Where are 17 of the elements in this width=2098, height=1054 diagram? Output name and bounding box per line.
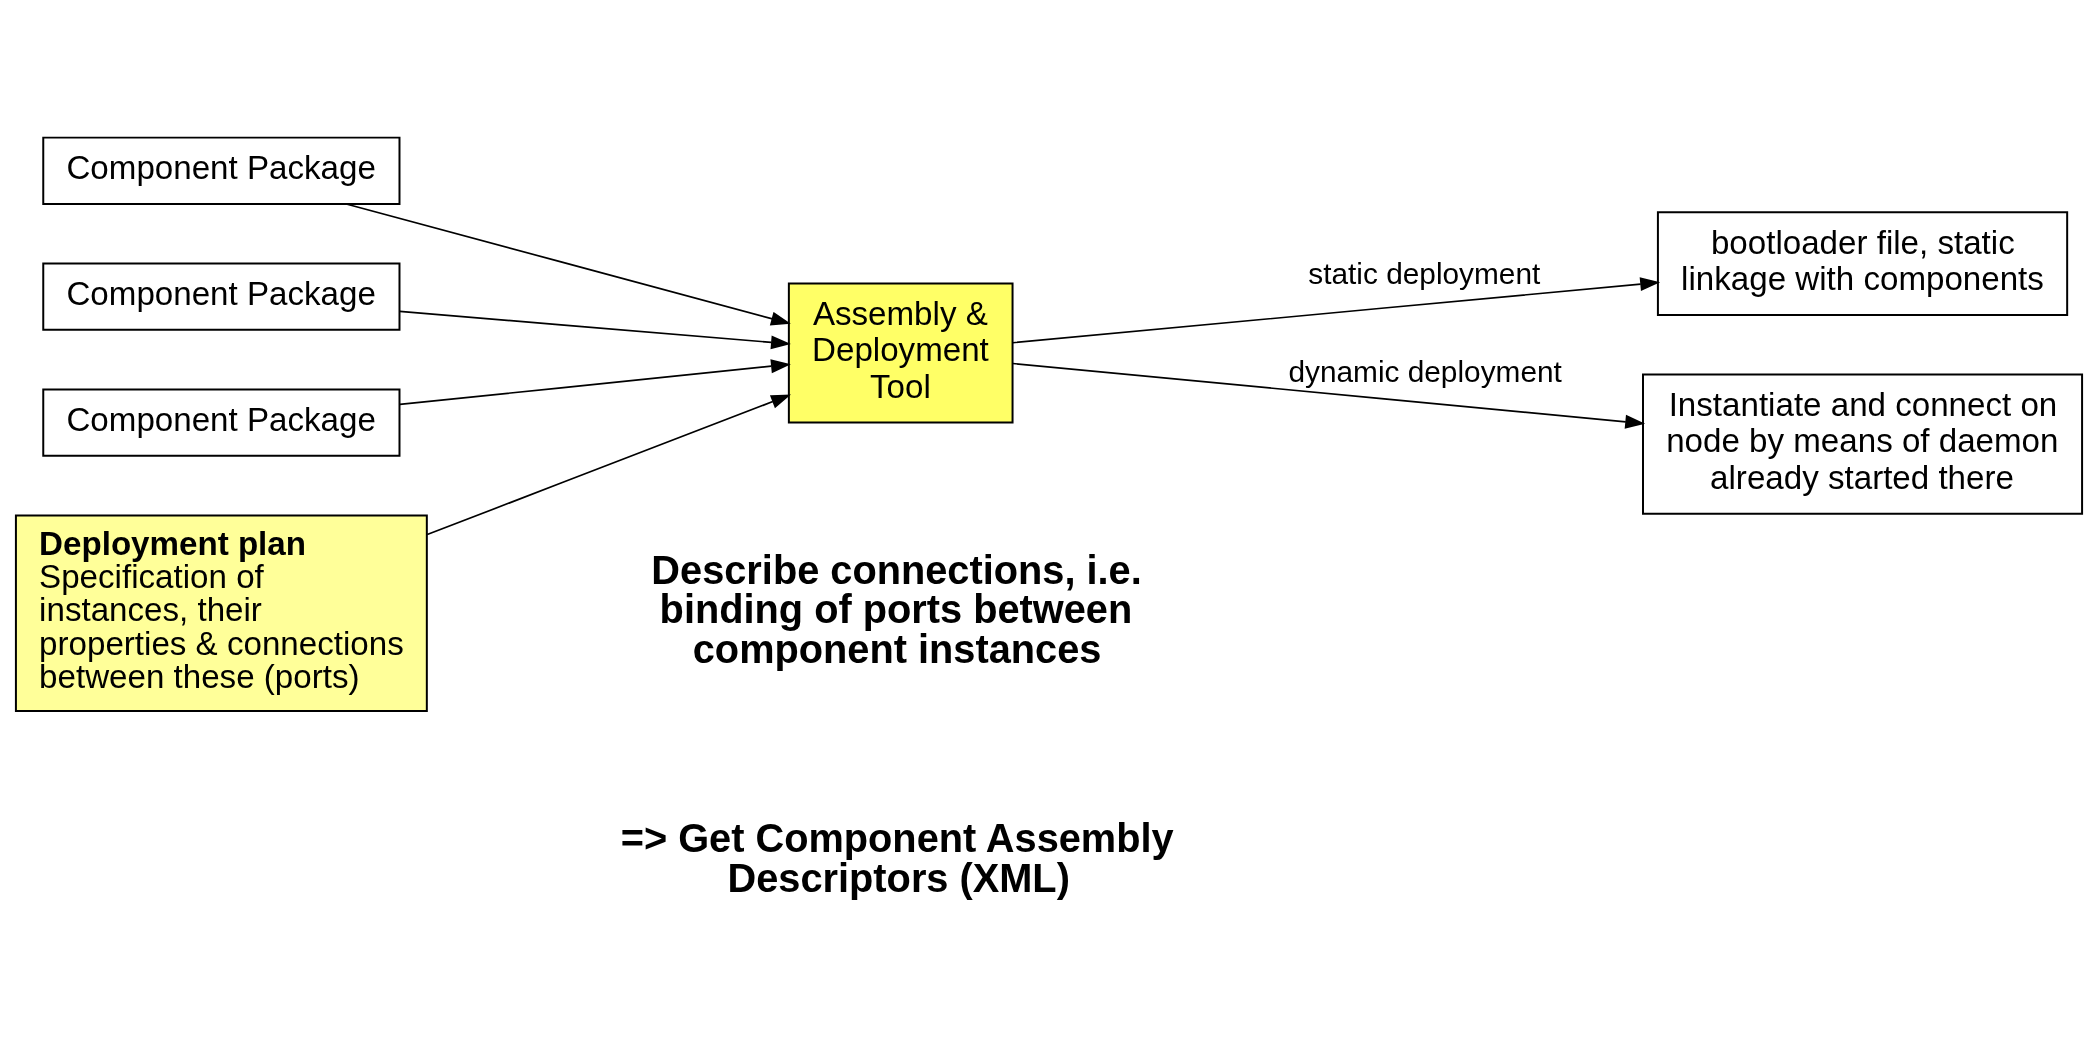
node-box: Component Package [42,262,401,331]
node-box: Component Package [42,136,401,205]
label: => Get Component Assembly Descriptors (XML) [620,816,1174,900]
edge-label: dynamic deployment [1288,354,1562,388]
label: Describe connections, i.e. binding of ports between component instances [651,547,1142,672]
arrow [1011,277,1661,344]
arrow [1011,362,1646,429]
edge-label: static deployment [1308,257,1541,291]
arrow [345,203,791,326]
node-box: Component Package [42,388,401,457]
node-box: bootloader file, static linkage with components [1656,211,2069,316]
arrow [426,394,791,536]
node-box: Assembly & Deployment Tool [787,282,1014,424]
node-box: Instantiate and connect on node by means of daemon already started there [1642,373,2084,515]
arrow [398,359,791,406]
arrow [398,310,791,350]
node-box: Deployment plan Specification of instances, their properties & connections between these (ports) [14,514,428,712]
